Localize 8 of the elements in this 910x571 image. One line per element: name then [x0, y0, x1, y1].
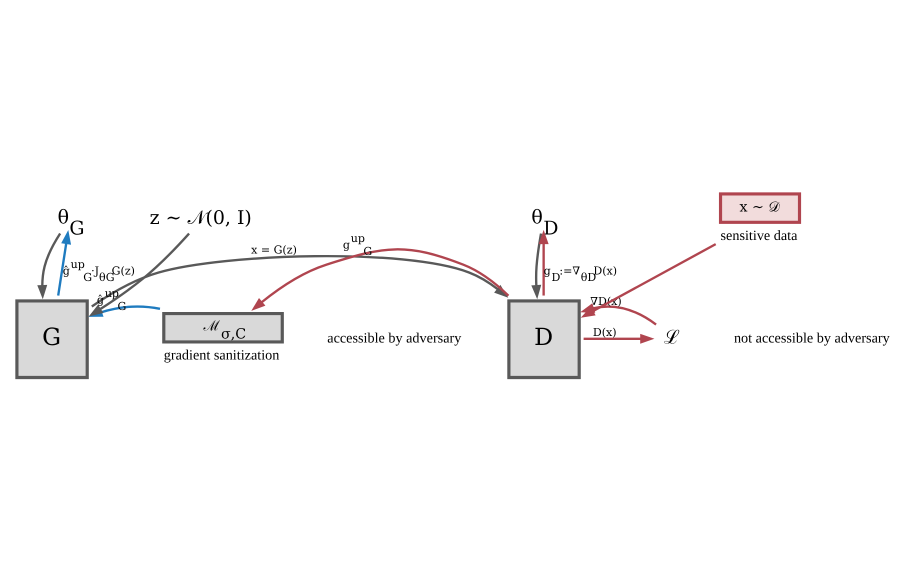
edge-label: D(x) — [592, 326, 617, 339]
label: accessible by adversary — [327, 330, 462, 346]
node-text: ℒ — [664, 326, 680, 349]
edge-label: x = G(z) — [251, 244, 297, 257]
label: not accessible by adversary — [734, 330, 890, 346]
node-label: gradient sanitization — [164, 348, 280, 364]
node-text: z ∼ 𝒩(0, I) — [150, 207, 252, 230]
node-label: sensitive data — [720, 228, 798, 244]
